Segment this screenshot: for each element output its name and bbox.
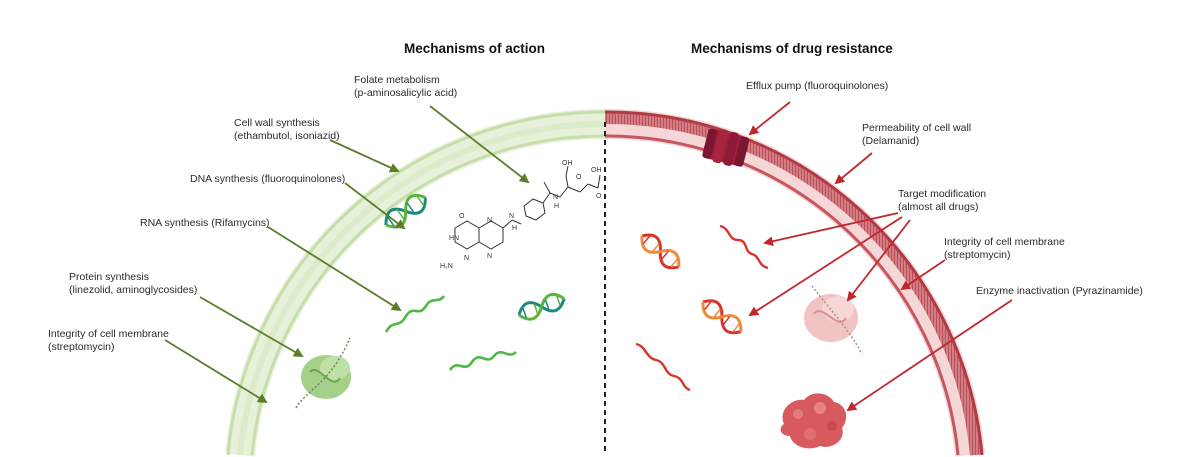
- label-line: DNA synthesis (fluoroquinolones): [190, 173, 346, 185]
- atom-label: H: [512, 225, 517, 232]
- label-cell-wall-permeability: Permeability of cell wall (Delamanid): [862, 122, 971, 148]
- folate-atom-labels: OH O N H OH O N H O HN H₂N N N N: [440, 160, 602, 270]
- label-enzyme-inactivation: Enzyme inactivation (Pyrazinamide): [976, 285, 1143, 298]
- cell-wall-red: [604, 108, 985, 457]
- arrow-cell-wall: [329, 139, 400, 173]
- title-mechanisms-of-action: Mechanisms of action: [404, 41, 546, 56]
- arrow-dna: [344, 182, 406, 230]
- atom-label: N: [464, 255, 469, 262]
- title-mechanisms-of-resistance: Mechanisms of drug resistance: [691, 41, 893, 56]
- atom-label: N: [487, 217, 492, 224]
- atom-label: N: [553, 194, 558, 201]
- label-line: Permeability of cell wall: [862, 122, 972, 134]
- label-line: (streptomycin): [48, 341, 115, 353]
- label-line: (linezolid, aminoglycosides): [69, 284, 198, 296]
- atom-label: O: [576, 174, 582, 181]
- label-folate-metabolism: Folate metabolism (p-aminosalicylic acid…: [354, 74, 457, 100]
- rna-strand-icon: [635, 342, 691, 392]
- rna-strand-icon: [719, 224, 769, 270]
- dna-helix-icon: [701, 299, 743, 335]
- atom-label: OH: [591, 167, 602, 174]
- label-target-modification: Target modification (almost all drugs): [898, 188, 986, 214]
- enzyme-icon: [780, 393, 847, 449]
- label-line: RNA synthesis (Rifamycins): [140, 217, 270, 229]
- label-membrane-integrity-left: Integrity of cell membrane (streptomycin…: [48, 328, 169, 354]
- atom-label: OH: [562, 160, 573, 167]
- arrow-protein: [199, 296, 304, 357]
- label-line: Target modification: [898, 188, 987, 200]
- rna-strand-icon: [384, 295, 446, 333]
- label-efflux-pump: Efflux pump (fluoroquinolones): [746, 80, 888, 93]
- arrow-target-2: [748, 216, 903, 317]
- atom-label: O: [596, 193, 602, 200]
- label-line: Efflux pump (fluoroquinolones): [746, 80, 889, 92]
- arrow-membrane-red: [900, 259, 946, 291]
- arrow-efflux: [748, 101, 791, 136]
- action-arrows: [164, 105, 530, 404]
- atom-label: H: [554, 203, 559, 210]
- label-line: Enzyme inactivation (Pyrazinamide): [976, 285, 1143, 297]
- rna-strand-icon: [448, 350, 517, 371]
- arrow-membrane: [164, 339, 268, 404]
- label-dna-synthesis: DNA synthesis (fluoroquinolones): [190, 173, 345, 186]
- label-protein-synthesis: Protein synthesis (linezolid, aminoglyco…: [69, 271, 197, 297]
- ribosome-icon: [295, 337, 351, 409]
- label-cell-wall-synthesis: Cell wall synthesis (ethambutol, isoniaz…: [234, 117, 340, 143]
- ribosome-icon: [804, 285, 863, 355]
- atom-label: H₂N: [440, 263, 453, 270]
- arrow-enzyme: [846, 299, 1013, 412]
- dna-helix-icon: [517, 292, 566, 321]
- atom-label: O: [459, 213, 465, 220]
- efflux-pump-icon: [702, 128, 750, 167]
- arrow-folate: [429, 105, 530, 184]
- arrow-target-3: [846, 219, 911, 302]
- label-line: Integrity of cell membrane: [944, 236, 1065, 248]
- label-line: (ethambutol, isoniazid): [234, 130, 340, 142]
- atom-label: N: [509, 213, 514, 220]
- arrow-target-1: [763, 212, 899, 247]
- label-line: Protein synthesis: [69, 271, 149, 283]
- label-line: (almost all drugs): [898, 201, 979, 213]
- label-line: Integrity of cell membrane: [48, 328, 169, 340]
- resistance-arrows: [748, 101, 1013, 412]
- label-line: (Delamanid): [862, 135, 920, 147]
- cell-wall-green: [225, 108, 606, 457]
- arrow-rna: [267, 226, 402, 312]
- atom-label: HN: [449, 235, 459, 242]
- label-membrane-integrity-right: Integrity of cell membrane (streptomycin…: [944, 236, 1065, 262]
- folate-molecule-icon: [454, 165, 601, 250]
- label-line: (streptomycin): [944, 249, 1011, 261]
- atom-label: N: [487, 253, 492, 260]
- dna-helix-icon: [640, 233, 681, 270]
- label-line: (p-aminosalicylic acid): [354, 87, 458, 99]
- label-line: Cell wall synthesis: [234, 117, 320, 129]
- arrow-permeability: [834, 152, 873, 185]
- label-rna-synthesis: RNA synthesis (Rifamycins): [140, 217, 270, 230]
- label-line: Folate metabolism: [354, 74, 440, 86]
